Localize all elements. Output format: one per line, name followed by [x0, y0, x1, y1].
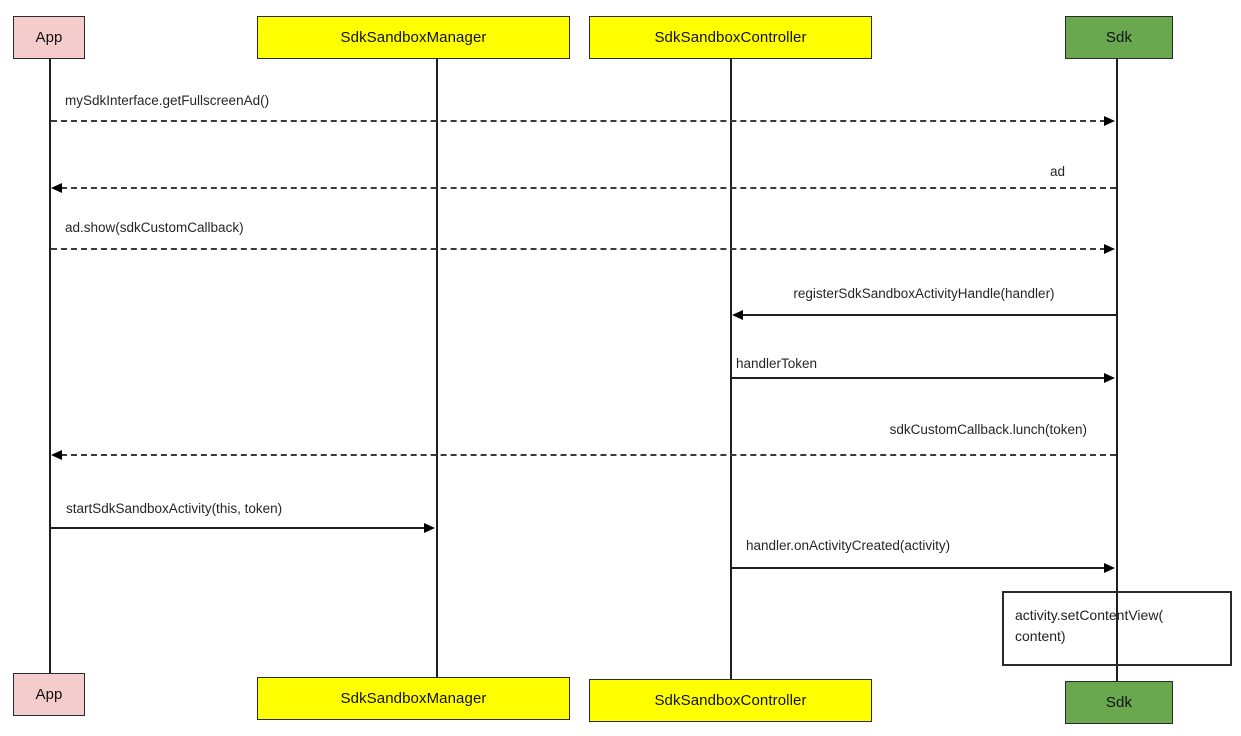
- message-line: [61, 454, 1116, 456]
- participant-label: SdkSandboxManager: [340, 690, 487, 707]
- arrowhead-right-icon: [1104, 373, 1115, 383]
- message-line: [742, 314, 1116, 316]
- message-line: [51, 527, 428, 529]
- message-line: [51, 120, 1106, 122]
- participant-label: Sdk: [1105, 29, 1133, 46]
- participant-app-top: App: [13, 16, 85, 59]
- participant-label: SdkSandboxManager: [340, 29, 487, 46]
- arrowhead-right-icon: [424, 523, 435, 533]
- participant-sdk-top: Sdk: [1065, 16, 1173, 59]
- arrowhead-right-icon: [1104, 244, 1115, 254]
- message-label-on-activity-created: handler.onActivityCreated(activity): [746, 538, 951, 553]
- arrowhead-right-icon: [1104, 116, 1115, 126]
- arrowhead-left-icon: [51, 450, 62, 460]
- participant-controller-bottom: SdkSandboxController: [589, 679, 872, 722]
- message-label-ad: ad: [1049, 164, 1065, 179]
- lifeline-app: [49, 59, 51, 673]
- participant-controller-top: SdkSandboxController: [589, 16, 872, 59]
- participant-label: App: [35, 29, 63, 46]
- message-label-callback-lunch: sdkCustomCallback.lunch(token): [889, 422, 1087, 437]
- participant-manager-bottom: SdkSandboxManager: [257, 677, 570, 720]
- message-label-register-handle: registerSdkSandboxActivityHandle(handler…: [793, 286, 1055, 301]
- message-label-start-activity: startSdkSandboxActivity(this, token): [66, 501, 283, 516]
- lifeline-sdk: [1116, 59, 1118, 681]
- message-label-handler-token: handlerToken: [736, 356, 818, 371]
- participant-label: SdkSandboxController: [654, 692, 807, 709]
- note-line: content): [1015, 628, 1066, 644]
- lifeline-manager: [436, 59, 438, 677]
- message-line: [731, 377, 1106, 379]
- arrowhead-left-icon: [51, 183, 62, 193]
- participant-sdk-bottom: Sdk: [1065, 681, 1173, 724]
- note-line: activity.setContentView(: [1015, 607, 1164, 623]
- participant-app-bottom: App: [13, 673, 85, 716]
- lifeline-controller: [730, 59, 732, 679]
- message-label-ad-show: ad.show(sdkCustomCallback): [65, 220, 244, 235]
- participant-manager-top: SdkSandboxManager: [257, 16, 570, 59]
- participant-label: Sdk: [1105, 694, 1133, 711]
- arrowhead-right-icon: [1104, 563, 1115, 573]
- message-label-get-fullscreen-ad: mySdkInterface.getFullscreenAd(): [65, 93, 270, 108]
- message-line: [731, 567, 1106, 569]
- note-set-content-view: activity.setContentView( content): [1002, 591, 1232, 666]
- message-line: [61, 187, 1116, 189]
- participant-label: App: [35, 686, 63, 703]
- participant-label: SdkSandboxController: [654, 29, 807, 46]
- arrowhead-left-icon: [732, 310, 743, 320]
- message-line: [51, 248, 1106, 250]
